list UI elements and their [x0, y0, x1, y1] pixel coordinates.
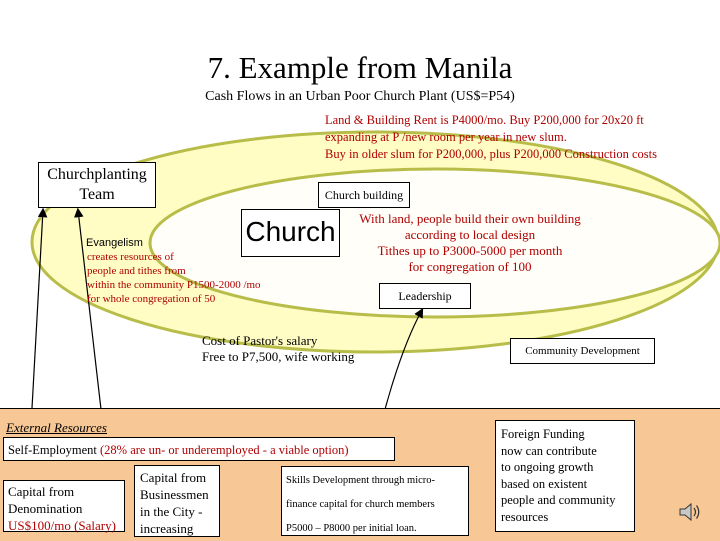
- external-resources-title: External Resources: [6, 420, 107, 435]
- capital-businessmen-line: Capital from: [140, 470, 207, 485]
- foreign-funding-line: based on existent: [501, 476, 588, 491]
- capital-denomination-salary: US$100/mo (Salary): [8, 518, 116, 533]
- foreign-funding-line: now can contribute: [501, 443, 597, 458]
- churchplanting-team-box: Churchplanting Team: [38, 162, 156, 208]
- foreign-funding-line: resources: [501, 509, 549, 524]
- evangelism-line: for whole congregation of 50: [87, 293, 216, 305]
- rent-note-line: Buy in older slum for P200,000, plus P20…: [325, 147, 657, 161]
- skills-development-box: Skills Development through micro- financ…: [281, 466, 469, 536]
- self-employment-label: Self-Employment: [8, 443, 100, 457]
- foreign-funding-line: Foreign Funding: [501, 427, 585, 441]
- rent-note-line: expanding at P /new room per year in new…: [325, 130, 567, 144]
- speaker-icon[interactable]: [678, 502, 702, 522]
- team-label-line: Team: [79, 186, 115, 203]
- skills-development-line: Skills Development through micro-: [286, 475, 436, 486]
- skills-development-line: finance capital for church members: [286, 499, 435, 510]
- community-development-box: Community Development: [510, 338, 655, 364]
- skills-development-line: P5000 – P8000 per initial loan.: [286, 523, 417, 534]
- foreign-funding-line: to ongoing growth: [501, 460, 594, 475]
- page-subtitle: Cash Flows in an Urban Poor Church Plant…: [205, 89, 515, 104]
- evangelism-label: Evangelism: [86, 237, 143, 249]
- page-title: 7. Example from Manila: [207, 50, 513, 85]
- capital-businessmen-line: Businessmen: [140, 487, 209, 502]
- pastor-salary-line: Cost of Pastor's salary: [202, 333, 318, 348]
- capital-businessmen-line: increasing: [140, 521, 194, 536]
- leadership-box: Leadership: [379, 283, 471, 309]
- own-building-line: according to local design: [404, 227, 536, 242]
- capital-denomination-line: Capital from: [8, 484, 75, 499]
- evangelism-line: people and tithes from: [87, 265, 186, 277]
- own-building-line: With land, people build their own buildi…: [359, 211, 581, 226]
- capital-businessmen-box: Capital from Businessmen in the City - i…: [134, 465, 220, 537]
- self-employment-box: Self-Employment (28% are un- or underemp…: [3, 437, 395, 461]
- church-building-box: Church building: [318, 182, 410, 208]
- own-building-note: With land, people build their own buildi…: [340, 211, 600, 275]
- evangelism-line: within the community P1500-2000 /mo: [87, 279, 261, 291]
- inner-ellipse: [148, 167, 720, 319]
- pastor-salary-line: Free to P7,500, wife working: [202, 349, 355, 364]
- rent-note-line: Land & Building Rent is P4000/mo. Buy P2…: [325, 113, 644, 127]
- own-building-line: Tithes up to P3000-5000 per month: [377, 243, 563, 258]
- pastor-salary-note: Cost of Pastor's salary Free to P7,500, …: [202, 333, 354, 365]
- team-label-line: Churchplanting: [47, 166, 147, 183]
- evangelism-description: creates resources of people and tithes f…: [87, 250, 327, 306]
- capital-denomination-line: Denomination: [8, 501, 83, 516]
- capital-businessmen-line: in the City -: [140, 504, 203, 519]
- rent-note: Land & Building Rent is P4000/mo. Buy P2…: [325, 112, 657, 163]
- church-box: Church: [241, 209, 340, 257]
- capital-denomination-box: Capital from Denomination US$100/mo (Sal…: [3, 480, 125, 533]
- foreign-funding-line: people and community: [501, 493, 616, 508]
- self-employment-note: (28% are un- or underemployed - a viable…: [100, 443, 349, 457]
- evangelism-line: creates resources of: [87, 251, 174, 263]
- own-building-line: for congregation of 100: [408, 259, 532, 274]
- foreign-funding-box: Foreign Funding now can contribute to on…: [495, 420, 635, 532]
